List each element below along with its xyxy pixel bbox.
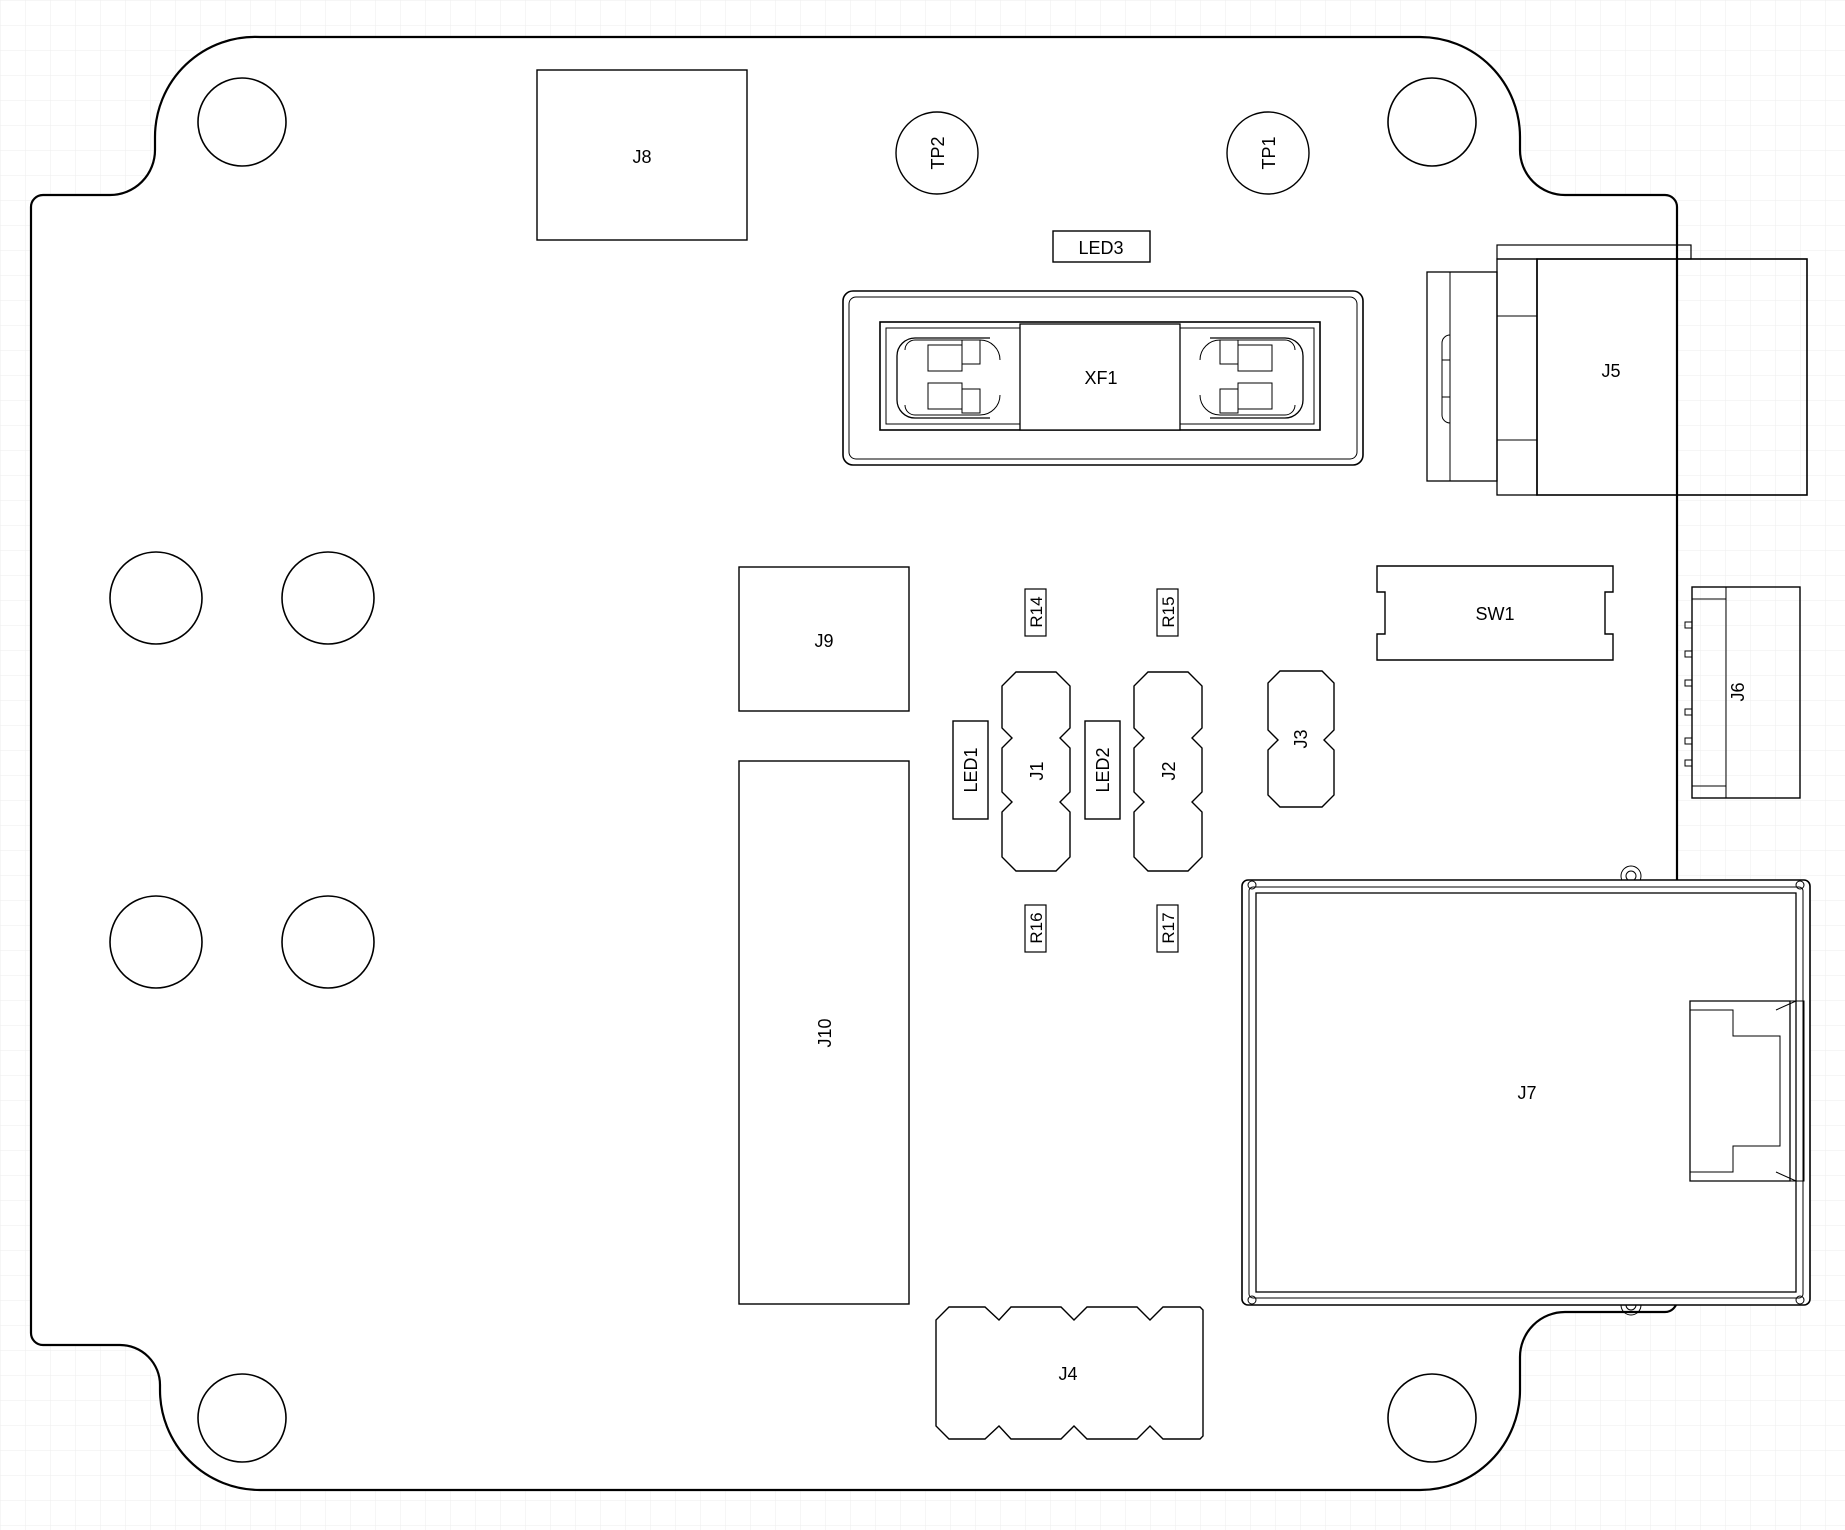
component-r15: R15: [1156, 588, 1179, 637]
large-pad-1: [109, 551, 203, 645]
component-led2: LED2: [1084, 720, 1121, 820]
mounting-hole-top-left: [197, 77, 287, 167]
component-tp2: TP2: [895, 111, 979, 195]
label-j10: J10: [815, 1018, 835, 1047]
label-tp1: TP1: [1259, 136, 1279, 169]
label-sw1: SW1: [1475, 604, 1514, 624]
component-j3: J3: [1267, 670, 1335, 808]
label-r16: R16: [1027, 912, 1046, 943]
component-j8: J8: [536, 69, 748, 241]
component-j6: J6: [1684, 586, 1801, 799]
label-j8: J8: [632, 147, 651, 167]
component-j10: J10: [738, 760, 910, 1305]
label-tp2: TP2: [928, 136, 948, 169]
component-j9: J9: [738, 566, 910, 712]
label-j5: J5: [1601, 361, 1620, 381]
label-led2: LED2: [1093, 747, 1113, 792]
component-r16: R16: [1024, 904, 1047, 953]
mounting-hole-top-right: [1387, 77, 1477, 167]
label-r17: R17: [1159, 912, 1178, 943]
component-tp1: TP1: [1226, 111, 1310, 195]
component-j4: J4: [935, 1306, 1204, 1440]
component-r17: R17: [1156, 904, 1179, 953]
label-j1: J1: [1027, 761, 1047, 780]
component-j1: J1: [1001, 671, 1071, 872]
label-xf1: XF1: [1084, 368, 1117, 388]
label-led3: LED3: [1078, 238, 1123, 258]
component-r14: R14: [1024, 588, 1047, 637]
label-j9: J9: [814, 631, 833, 651]
component-j5: J5: [1426, 244, 1808, 496]
label-led1: LED1: [961, 747, 981, 792]
component-j2: J2: [1133, 671, 1203, 872]
label-j3: J3: [1291, 729, 1311, 748]
component-led3: LED3: [1052, 230, 1151, 263]
large-pad-2: [281, 551, 375, 645]
component-j7: J7: [1241, 865, 1811, 1316]
label-j2: J2: [1159, 761, 1179, 780]
component-xf1: XF1: [842, 290, 1364, 466]
label-j7: J7: [1517, 1083, 1536, 1103]
mounting-hole-bottom-right: [1387, 1373, 1477, 1463]
component-sw1: SW1: [1376, 565, 1614, 661]
label-r14: R14: [1027, 596, 1046, 627]
component-led1: LED1: [952, 720, 989, 820]
label-j6: J6: [1728, 682, 1748, 701]
large-pad-3: [109, 895, 203, 989]
label-j4: J4: [1058, 1364, 1077, 1384]
large-pad-4: [281, 895, 375, 989]
mounting-hole-bottom-left: [197, 1373, 287, 1463]
label-r15: R15: [1159, 596, 1178, 627]
